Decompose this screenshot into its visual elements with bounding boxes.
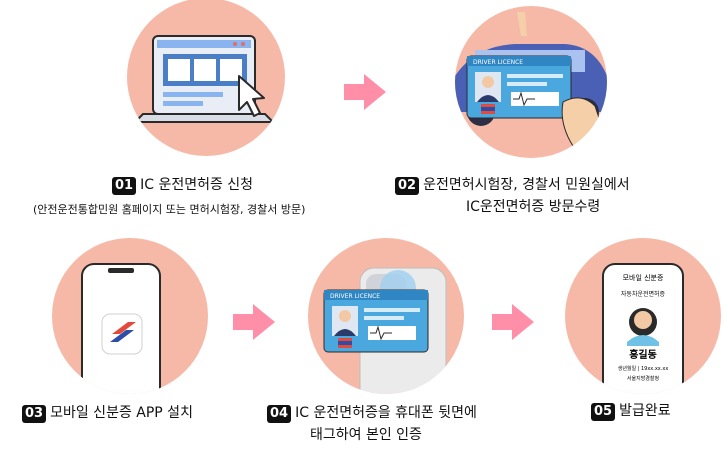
step4-illustration: DRIVER LICENCE: [308, 238, 464, 394]
card-label: DRIVER LICENCE: [330, 293, 380, 300]
step-1-subtitle: (안전운전통합민원 홈페이지 또는 면허시험장, 경찰서 방문): [33, 203, 306, 216]
step3-illustration: [52, 238, 208, 394]
mobile-id-type: 자동차운전면허증: [621, 290, 666, 298]
step1-illustration: [127, 0, 285, 156]
mobile-id-issuer: 서울지방경찰청: [627, 375, 659, 382]
mobile-id-name: 홍길동: [629, 348, 657, 361]
step5-illustration: 모바일 신분증 자동차운전면허증 홍길동 생년월일 | 19xx.xx.xx 서…: [565, 238, 721, 394]
step-4-title-line2: 태그하여 본인 인증: [310, 427, 422, 443]
arrow-right-icon: [233, 304, 275, 340]
arrow-right-icon: [344, 74, 386, 110]
step-2-title-line2: IC운전면허증 방문수령: [466, 199, 601, 215]
mobile-id-header: 모바일 신분증: [623, 273, 664, 282]
mobile-id-birth: 생년월일 | 19xx.xx.xx: [618, 365, 669, 372]
step2-illustration: DRIVER LICENCE: [455, 6, 607, 158]
card-label: DRIVER LICENCE: [473, 59, 523, 66]
arrow-right-icon: [492, 304, 534, 340]
